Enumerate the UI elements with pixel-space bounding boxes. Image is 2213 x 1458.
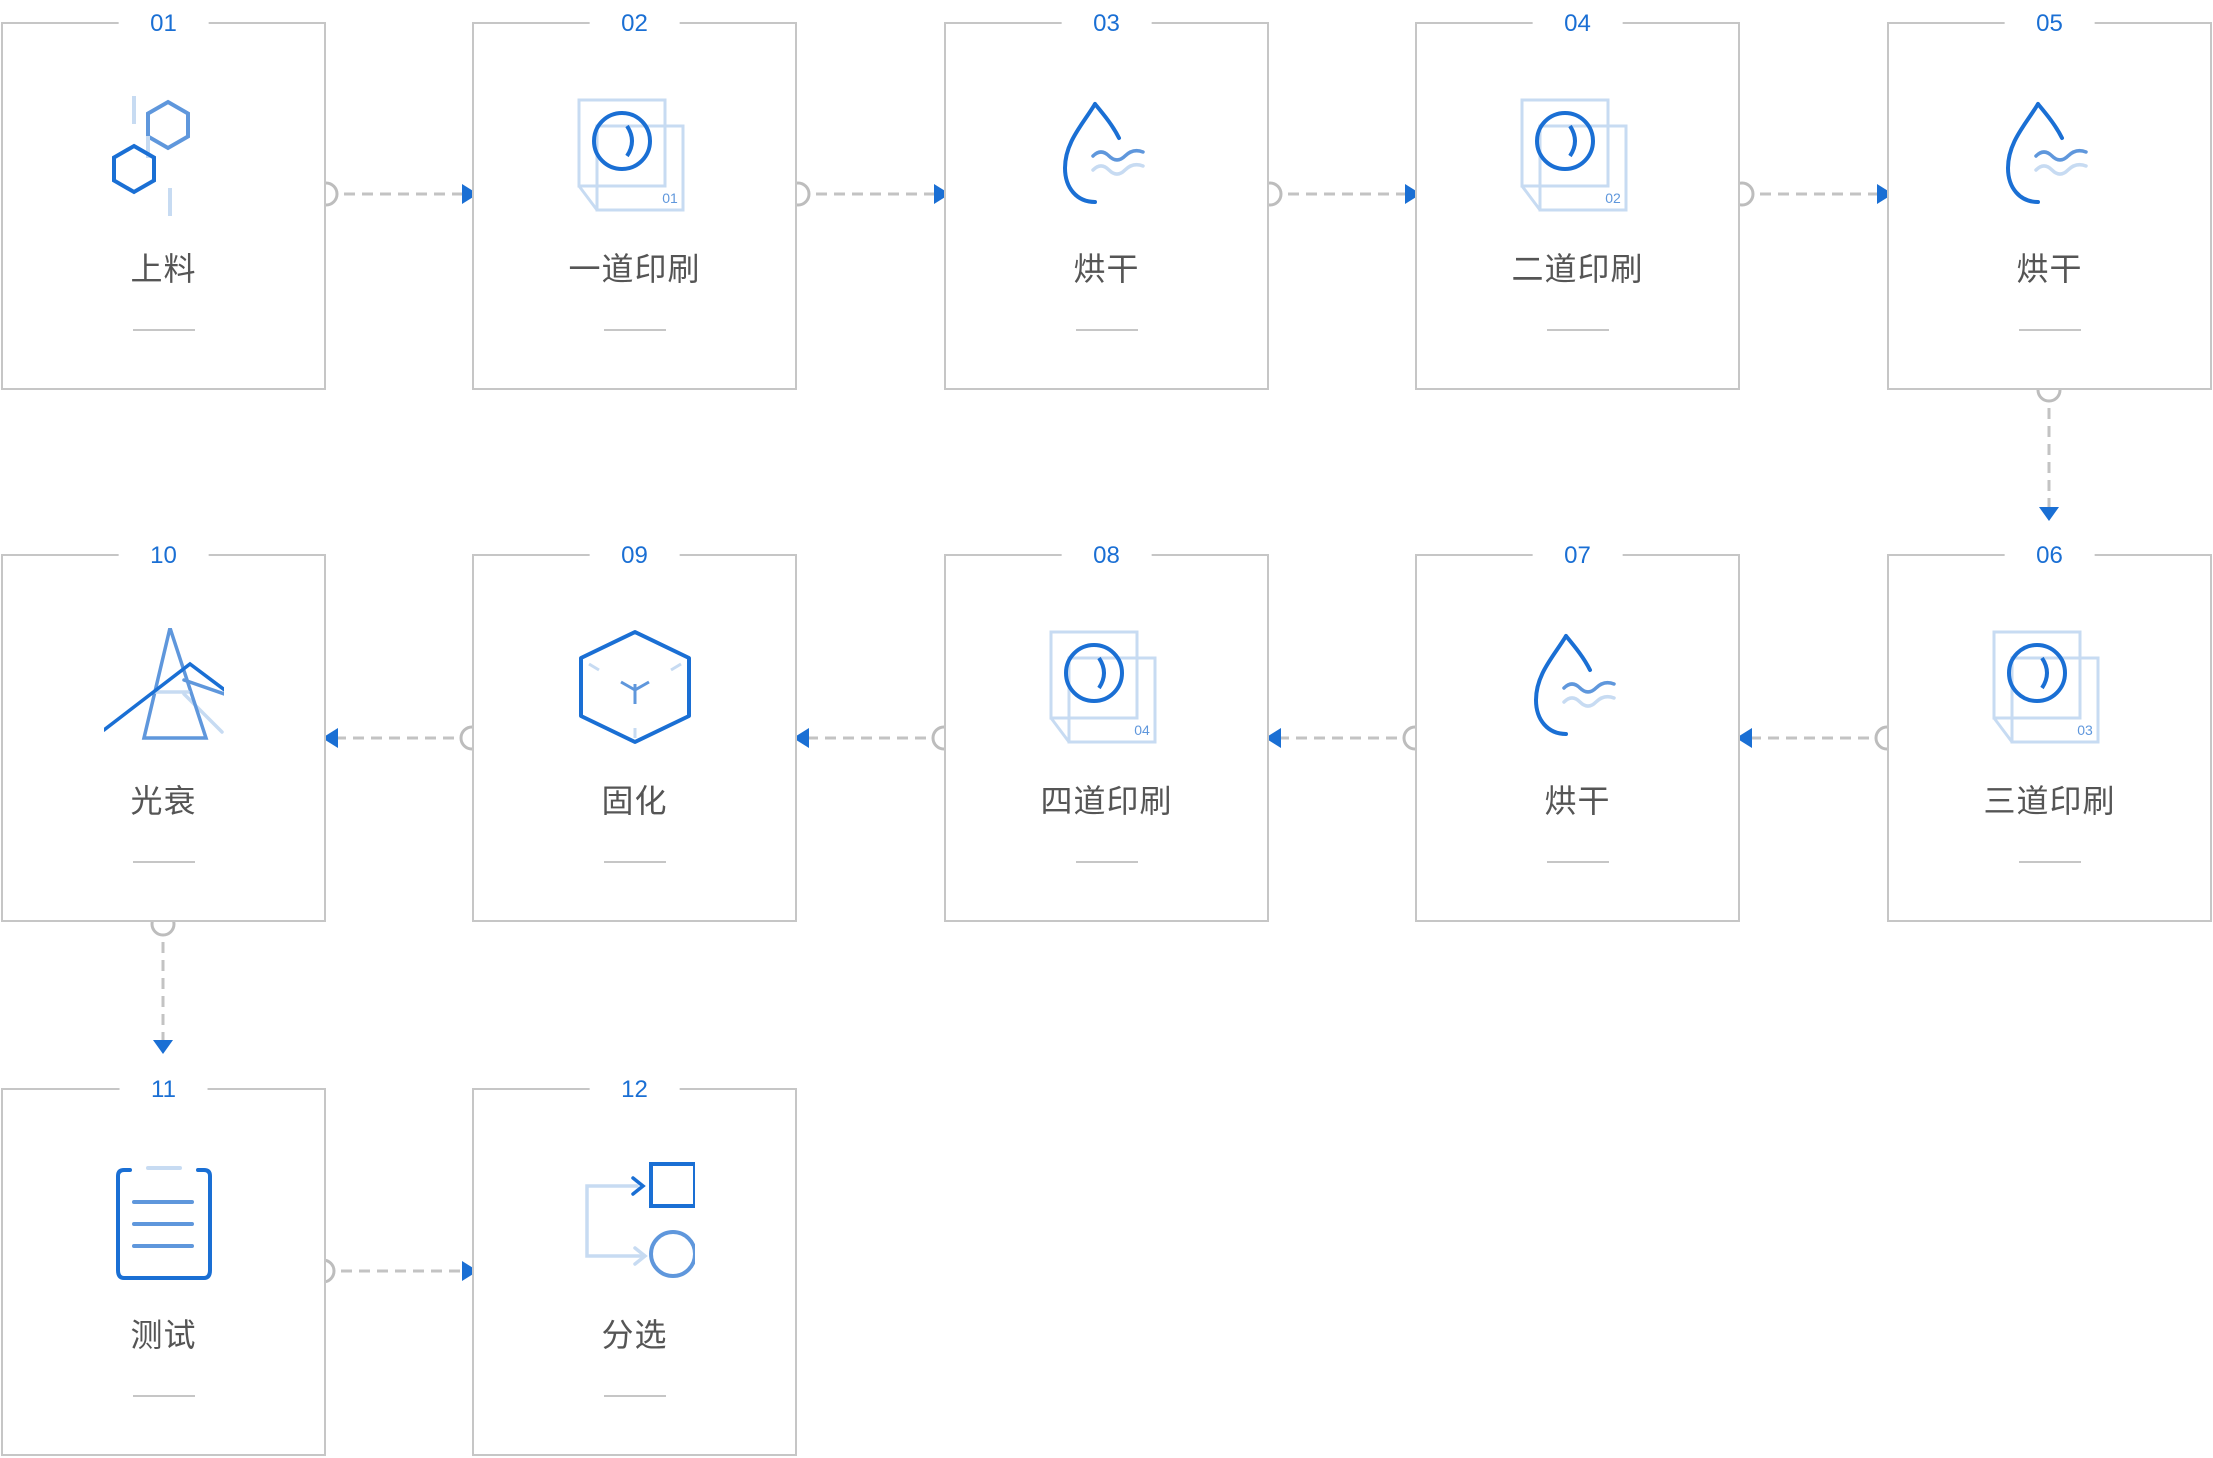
svg-text:01: 01	[662, 190, 678, 206]
print-screen-icon: 02	[1518, 96, 1638, 216]
drop-heat-icon	[1047, 96, 1167, 216]
step-card-08: 08 04 四道印刷	[944, 536, 1269, 922]
hexagon-molecule-icon	[104, 96, 224, 216]
step-number: 09	[589, 536, 680, 576]
step-number: 02	[589, 4, 680, 44]
step-divider	[603, 1395, 666, 1397]
step-card-10: 10 光衰	[1, 536, 326, 922]
step-divider	[2018, 861, 2081, 863]
step-label: 烘干	[2016, 251, 2083, 287]
step-divider	[132, 1395, 195, 1397]
step-card-06: 06 03 三道印刷	[1887, 536, 2212, 922]
step-divider	[603, 329, 666, 331]
connector-arrow-icon	[2039, 507, 2059, 521]
step-number: 05	[2004, 4, 2095, 44]
step-number: 11	[119, 1070, 208, 1110]
print-screen-icon: 03	[1990, 628, 2110, 748]
step-card-12: 12 分选	[472, 1070, 797, 1456]
drop-heat-icon	[1990, 96, 2110, 216]
step-label: 一道印刷	[568, 251, 701, 287]
step-label: 固化	[601, 783, 668, 819]
step-label: 三道印刷	[1983, 783, 2116, 819]
sort-shapes-icon	[575, 1162, 695, 1282]
step-card-05: 05 烘干	[1887, 4, 2212, 390]
print-screen-icon: 01	[575, 96, 695, 216]
step-card-02: 02 01 一道印刷	[472, 4, 797, 390]
step-number: 10	[118, 536, 209, 576]
step-label: 烘干	[1544, 783, 1611, 819]
step-number: 04	[1532, 4, 1623, 44]
step-number: 12	[589, 1070, 680, 1110]
svg-text:02: 02	[1605, 190, 1621, 206]
step-divider	[2018, 329, 2081, 331]
step-card-11: 11 测试	[1, 1070, 326, 1456]
step-label: 二道印刷	[1511, 251, 1644, 287]
step-divider	[1546, 329, 1609, 331]
svg-text:03: 03	[2077, 722, 2093, 738]
drop-heat-icon	[1518, 628, 1638, 748]
step-number: 07	[1532, 536, 1623, 576]
step-label: 测试	[130, 1317, 197, 1353]
cube-icon	[575, 628, 695, 748]
step-card-09: 09 固化	[472, 536, 797, 922]
step-divider	[603, 861, 666, 863]
step-label: 烘干	[1073, 251, 1140, 287]
step-divider	[1075, 861, 1138, 863]
step-card-01: 01 上料	[1, 4, 326, 390]
step-card-07: 07 烘干	[1415, 536, 1740, 922]
step-label: 分选	[601, 1317, 668, 1353]
step-number: 01	[118, 4, 209, 44]
step-divider	[1546, 861, 1609, 863]
print-screen-icon: 04	[1047, 628, 1167, 748]
step-label: 上料	[130, 251, 197, 287]
step-number: 06	[2004, 536, 2095, 576]
step-number: 03	[1061, 4, 1152, 44]
step-card-04: 04 02 二道印刷	[1415, 4, 1740, 390]
connector-arrow-icon	[153, 1040, 173, 1054]
step-label: 光衰	[130, 783, 197, 819]
step-divider	[132, 329, 195, 331]
step-divider	[132, 861, 195, 863]
step-card-03: 03 烘干	[944, 4, 1269, 390]
step-label: 四道印刷	[1040, 783, 1173, 819]
clipboard-list-icon	[104, 1162, 224, 1282]
prism-light-icon	[103, 628, 224, 748]
step-divider	[1075, 329, 1138, 331]
step-number: 08	[1061, 536, 1152, 576]
svg-text:04: 04	[1134, 722, 1150, 738]
